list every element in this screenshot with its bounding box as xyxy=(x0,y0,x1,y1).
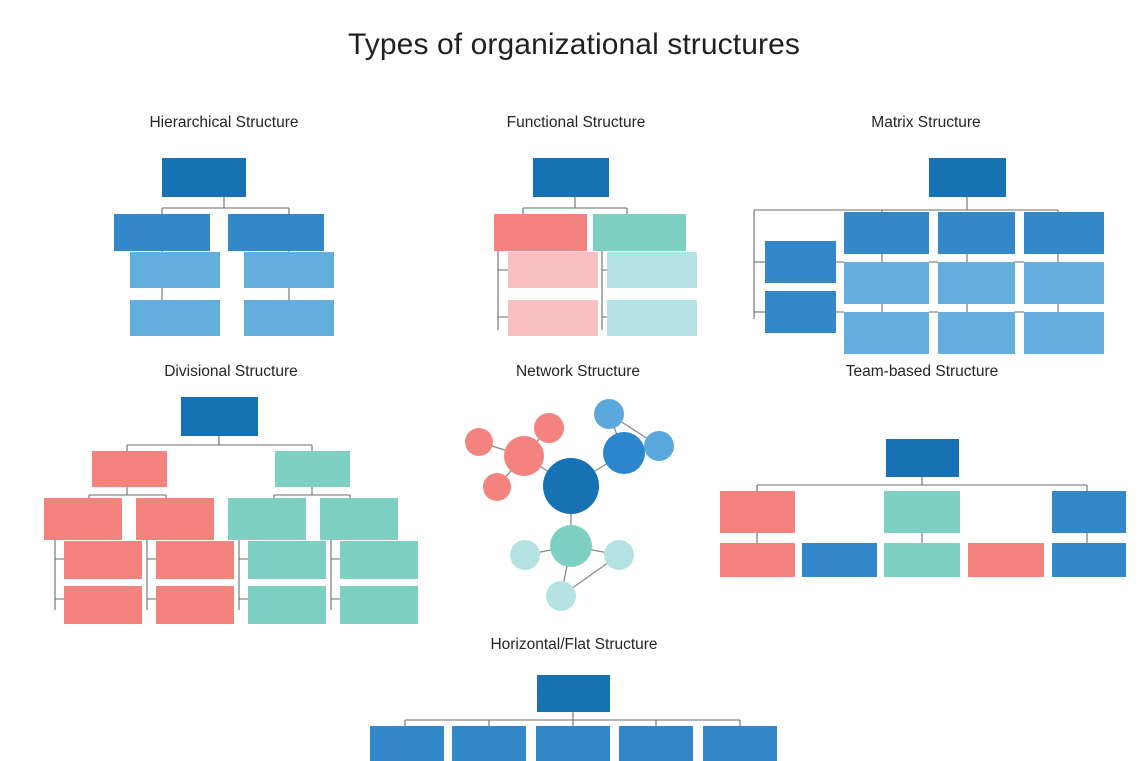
node-team-member-3[interactable] xyxy=(884,543,960,577)
node-cluster-blue-hub[interactable] xyxy=(603,432,645,474)
diagram-hierarchical: Hierarchical Structure xyxy=(96,114,352,344)
node-function-head-2[interactable] xyxy=(765,291,836,333)
node-team-member-4[interactable] xyxy=(968,543,1044,577)
diagram-horizontal-flat: Horizontal/Flat Structure xyxy=(334,636,814,761)
node-division-1-team-4[interactable] xyxy=(156,586,234,624)
diagram-title-team-based: Team-based Structure xyxy=(845,363,999,380)
node-corporate-hq[interactable] xyxy=(181,397,258,436)
diagram-functional: Functional Structure xyxy=(452,114,700,344)
diagram-title-network: Network Structure xyxy=(515,363,641,380)
node-cluster-coral-a[interactable] xyxy=(465,428,493,456)
node-cluster-coral-c[interactable] xyxy=(483,473,511,501)
node-division-1[interactable] xyxy=(92,451,167,487)
node-division-2-unit-2[interactable] xyxy=(320,498,398,540)
node-subunit-1[interactable] xyxy=(508,252,598,288)
diagram-canvas-functional xyxy=(452,114,700,344)
node-division-1-team-3[interactable] xyxy=(64,586,142,624)
diagram-canvas-team-based xyxy=(712,363,1132,578)
node-team-member-2[interactable] xyxy=(802,543,877,577)
diagram-title-hierarchical: Hierarchical Structure xyxy=(149,114,299,131)
node-cell-2-2[interactable] xyxy=(938,312,1015,354)
node-division-2-team-4[interactable] xyxy=(340,586,418,624)
node-ceo[interactable] xyxy=(162,158,246,197)
node-staff-2[interactable] xyxy=(244,252,334,288)
diagram-title-horizontal-flat: Horizontal/Flat Structure xyxy=(490,636,658,653)
node-cluster-teal-hub[interactable] xyxy=(550,525,592,567)
node-project-head-2[interactable] xyxy=(938,212,1015,254)
page-title: Types of organizational structures xyxy=(348,28,800,61)
diagram-canvas-network xyxy=(448,363,708,618)
node-function-2[interactable] xyxy=(593,214,686,251)
diagram-title-functional: Functional Structure xyxy=(506,114,646,131)
node-staff-3[interactable] xyxy=(130,300,220,336)
node-function-head-1[interactable] xyxy=(765,241,836,283)
node-function-1[interactable] xyxy=(494,214,587,251)
node-flat-peer-5[interactable] xyxy=(703,726,777,761)
node-top-leader[interactable] xyxy=(929,158,1006,197)
connector-group xyxy=(756,477,1088,543)
node-division-2-unit-1[interactable] xyxy=(228,498,306,540)
connector-group xyxy=(404,712,741,726)
node-subunit-3[interactable] xyxy=(508,300,598,336)
diagram-canvas-divisional xyxy=(36,363,426,624)
node-flat-peer-3[interactable] xyxy=(536,726,610,761)
node-leadership[interactable] xyxy=(886,439,959,477)
node-flat-peer-4[interactable] xyxy=(619,726,693,761)
diagram-network: Network Structure xyxy=(448,363,708,618)
node-cluster-teal-c[interactable] xyxy=(546,581,576,611)
diagram-title-matrix: Matrix Structure xyxy=(871,114,981,131)
node-flat-peer-2[interactable] xyxy=(452,726,526,761)
node-manager-1[interactable] xyxy=(114,214,210,251)
node-cluster-blue-b[interactable] xyxy=(644,431,674,461)
diagram-matrix: Matrix Structure xyxy=(748,114,1104,354)
node-cell-2-3[interactable] xyxy=(1024,312,1104,354)
node-team-lead-1[interactable] xyxy=(720,491,795,533)
node-team-lead-2[interactable] xyxy=(884,491,960,533)
node-team-lead-3[interactable] xyxy=(1052,491,1126,533)
node-division-2-team-2[interactable] xyxy=(340,541,418,579)
node-executive[interactable] xyxy=(533,158,609,197)
node-team-member-1[interactable] xyxy=(720,543,795,577)
diagram-divisional: Divisional Structure xyxy=(36,363,426,624)
node-division-2-team-1[interactable] xyxy=(248,541,326,579)
node-division-1-team-1[interactable] xyxy=(64,541,142,579)
node-cell-2-1[interactable] xyxy=(844,312,929,354)
node-cluster-teal-a[interactable] xyxy=(510,540,540,570)
diagram-canvas-hierarchical xyxy=(96,114,352,344)
diagram-canvas-matrix xyxy=(748,114,1104,354)
node-project-head-3[interactable] xyxy=(1024,212,1104,254)
connector-group xyxy=(54,436,351,610)
node-cell-1-3[interactable] xyxy=(1024,262,1104,304)
node-staff-4[interactable] xyxy=(244,300,334,336)
node-project-head-1[interactable] xyxy=(844,212,929,254)
node-cell-1-2[interactable] xyxy=(938,262,1015,304)
node-manager-2[interactable] xyxy=(228,214,324,251)
node-division-2-team-3[interactable] xyxy=(248,586,326,624)
node-division-1-team-2[interactable] xyxy=(156,541,234,579)
node-cluster-coral-b[interactable] xyxy=(534,413,564,443)
node-flat-leader[interactable] xyxy=(537,675,610,712)
node-division-2[interactable] xyxy=(275,451,350,487)
node-flat-peer-1[interactable] xyxy=(370,726,444,761)
connector-group xyxy=(753,197,1059,319)
node-division-1-unit-2[interactable] xyxy=(136,498,214,540)
node-cluster-blue-a[interactable] xyxy=(594,399,624,429)
node-division-1-unit-1[interactable] xyxy=(44,498,122,540)
node-hub-core[interactable] xyxy=(543,458,599,514)
node-cluster-teal-b[interactable] xyxy=(604,540,634,570)
node-subunit-4[interactable] xyxy=(607,300,697,336)
node-subunit-2[interactable] xyxy=(607,252,697,288)
diagram-team-based: Team-based Structure xyxy=(712,363,1132,578)
diagram-title-divisional: Divisional Structure xyxy=(164,363,298,380)
diagram-canvas-horizontal-flat xyxy=(334,636,814,761)
node-cluster-coral-hub[interactable] xyxy=(504,436,544,476)
node-staff-1[interactable] xyxy=(130,252,220,288)
node-team-member-5[interactable] xyxy=(1052,543,1126,577)
node-cell-1-1[interactable] xyxy=(844,262,929,304)
